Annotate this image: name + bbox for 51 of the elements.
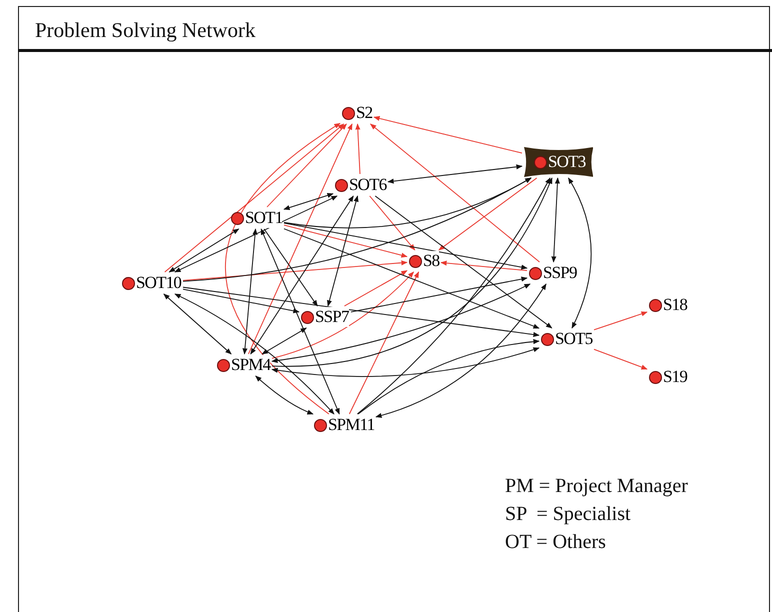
arrow: [272, 272, 414, 359]
arrow: [373, 116, 522, 154]
arrow: [182, 178, 532, 282]
arrow: [182, 288, 300, 314]
legend-note: OT = Others: [505, 531, 606, 554]
arrow: [264, 228, 318, 307]
arrow: [250, 195, 354, 355]
arrow: [356, 177, 550, 414]
arrow: [284, 222, 528, 270]
arrow: [266, 124, 347, 208]
arrow: [174, 294, 334, 414]
arrow: [163, 294, 232, 354]
arrow: [260, 228, 340, 415]
arrow: [225, 122, 341, 414]
arrow: [358, 339, 540, 414]
arrow: [327, 195, 358, 307]
diagram-title: Problem Solving Network: [35, 18, 256, 43]
arrow: [168, 228, 240, 272]
node-label-box: SOT3: [524, 147, 594, 177]
arrow: [272, 177, 552, 367]
arrow: [369, 196, 416, 250]
arrow: [271, 284, 531, 363]
arrow: [387, 164, 523, 184]
arrow: [284, 178, 532, 228]
arrow: [348, 271, 420, 414]
arrow: [255, 376, 314, 414]
arrow: [284, 228, 540, 329]
arrow: [182, 286, 540, 338]
arrow: [374, 196, 552, 328]
arrow: [440, 260, 528, 272]
arrow: [375, 283, 547, 418]
legend-note: PM = Project Manager: [505, 475, 688, 498]
arrow: [355, 123, 360, 174]
arrow: [594, 348, 648, 370]
arrow: [344, 270, 408, 306]
arrow: [242, 228, 258, 355]
arrow: [174, 196, 338, 272]
arrow: [594, 311, 648, 330]
arrow: [370, 124, 540, 262]
arrow: [350, 276, 528, 312]
arrow: [182, 260, 408, 281]
arrow: [568, 177, 592, 329]
arrow: [551, 177, 560, 263]
arrow: [248, 123, 352, 354]
legend-note: SP = Specialist: [505, 503, 631, 526]
arrow: [283, 193, 334, 210]
arrow: [438, 178, 538, 250]
arrow: [271, 347, 540, 377]
arrow: [284, 224, 408, 258]
arrow: [262, 328, 307, 354]
arrow: [164, 124, 344, 272]
